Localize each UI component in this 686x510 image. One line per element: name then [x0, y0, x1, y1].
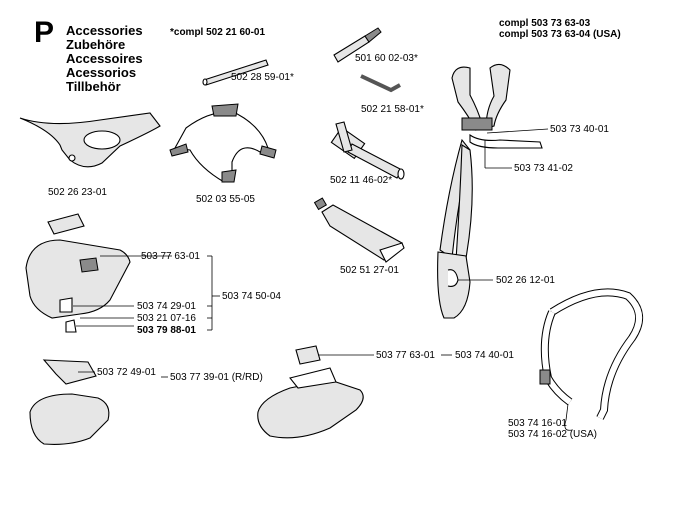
rod-part [202, 59, 269, 86]
label-box-wrench: 502 11 46-02* [330, 175, 393, 186]
label-hex-key: 502 21 58-01* [361, 104, 424, 115]
label-harness-compl-2: compl 503 73 63-04 (USA) [499, 29, 621, 40]
section-letter: P [34, 16, 55, 49]
title-sv: Tillbehör [66, 79, 121, 94]
title-de: Zubehöre [66, 37, 126, 52]
guard-a-part [25, 213, 131, 333]
label-grease-tube: 502 51 27-01 [340, 265, 399, 276]
label-harness-hook: 502 26 12-01 [496, 275, 555, 286]
label-guard-c-kit: 503 74 40-01 [455, 350, 514, 361]
label-rod: 502 28 59-01* [231, 72, 294, 83]
label-guard-a-clip: 503 79 88-01 [137, 325, 196, 336]
label-compl-wire: *compl 502 21 60-01 [170, 27, 266, 38]
harness-part [437, 63, 543, 319]
label-strap-1: 503 74 16-01 [508, 418, 567, 429]
label-guard-plate: 502 26 23-01 [48, 187, 107, 198]
box-wrench-part [330, 121, 405, 180]
label-guard-a-kit: 503 74 50-04 [222, 291, 281, 302]
guard-b-part [29, 359, 110, 445]
label-guard-a-plate: 503 77 63-01 [141, 251, 200, 262]
label-harness-cup: 502 03 55-05 [196, 194, 255, 205]
guard-plate-part [19, 112, 161, 168]
label-guard-b-bracket: 503 72 49-01 [97, 367, 156, 378]
section-titles: Accessories Zubehöre Accessoires Acessor… [66, 24, 143, 94]
label-guard-c-plate: 503 77 63-01 [376, 350, 435, 361]
hex-key-part [360, 74, 401, 93]
label-file: 501 60 02-03* [355, 53, 418, 64]
grease-tube-part [313, 197, 405, 263]
title-fr: Accessoires [66, 51, 143, 66]
title-pt: Acessorios [66, 65, 137, 80]
label-strap-2: 503 74 16-02 (USA) [508, 429, 597, 440]
label-harness-strap: 503 73 40-01 [550, 124, 609, 135]
file-part [333, 27, 382, 63]
label-harness-buckle: 503 73 41-02 [514, 163, 573, 174]
harness-cup-part [169, 103, 277, 183]
label-guard-a-knife: 503 74 29-01 [137, 301, 196, 312]
label-harness-compl-1: compl 503 73 63-03 [499, 18, 591, 29]
label-guard-a-screw: 503 21 07-16 [137, 313, 196, 324]
label-guard-b-kit: 503 77 39-01 (R/RD) [170, 372, 263, 383]
shoulder-strap-part [539, 288, 643, 431]
title-en: Accessories [66, 23, 143, 38]
guard-c-part [257, 345, 364, 439]
